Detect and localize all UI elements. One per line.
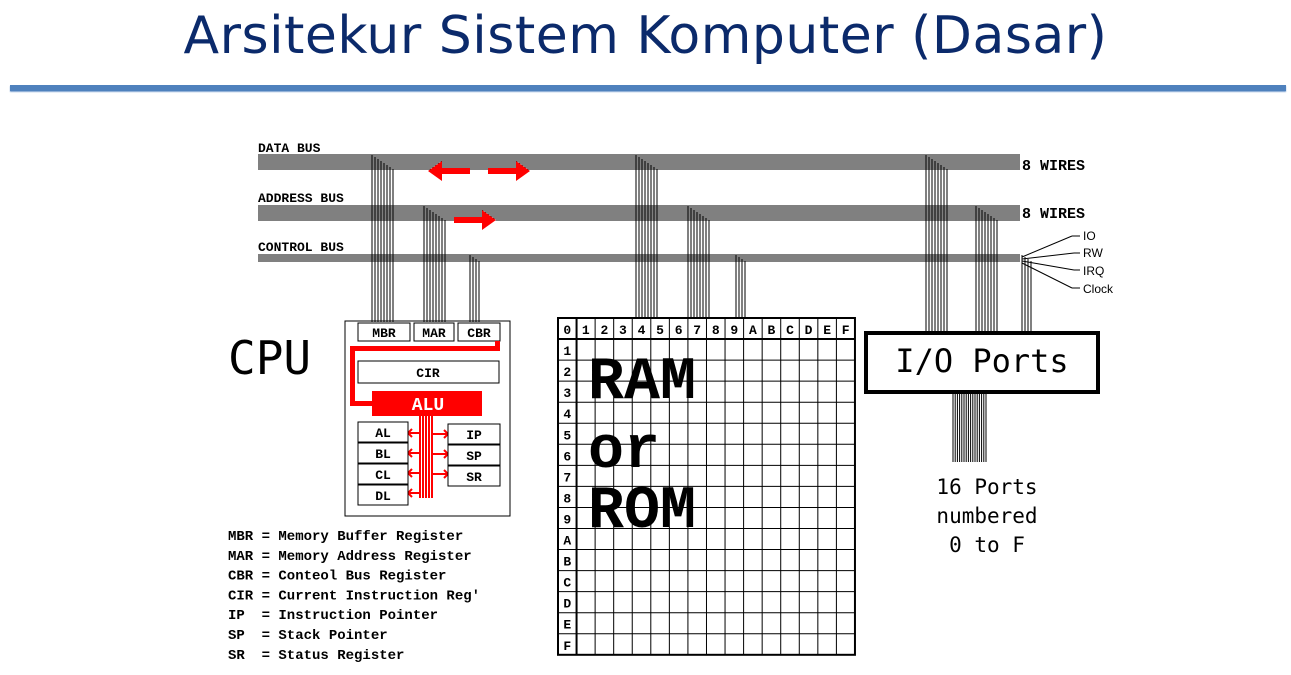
register-sr-label: SR	[466, 470, 482, 485]
memory-row-header: 6	[563, 449, 571, 464]
memory-column-header: F	[842, 323, 850, 338]
slide-title: Arsitekur Sistem Komputer (Dasar)	[183, 6, 1108, 66]
memory-column-header: 2	[600, 323, 608, 338]
cpu-label: CPU	[228, 331, 311, 385]
memory-row-header: 2	[563, 365, 571, 380]
register-dl	[357, 484, 409, 506]
cpu-top-registers: MBR MAR CBR	[357, 322, 501, 342]
memory-row-header: B	[563, 555, 571, 570]
legend-entry: MAR = Memory Address Register	[228, 549, 472, 565]
alu-label: ALU	[412, 396, 444, 416]
memory-row-header: E	[563, 618, 571, 633]
register-bl	[357, 442, 409, 464]
register-mbr-label: MBR	[372, 326, 396, 341]
memory-row-header: D	[563, 597, 571, 612]
register-ip-label: IP	[466, 428, 482, 443]
memory-column-header: 4	[638, 323, 646, 338]
legend-entry: SR = Status Register	[228, 648, 404, 664]
memory-column-header: 7	[693, 323, 701, 338]
register-cl-label: CL	[375, 468, 391, 483]
memory-column-header: 3	[619, 323, 627, 338]
memory-column-header: 5	[656, 323, 664, 338]
register-cbr-label: CBR	[467, 326, 491, 341]
memory-label-line: RAM	[588, 349, 696, 417]
register-bl-label: BL	[375, 447, 391, 462]
memory-row-header: 1	[563, 344, 571, 359]
control-signal-io: IO	[1083, 229, 1096, 243]
legend-entry: SP = Stack Pointer	[228, 628, 388, 644]
io-caption-line: numbered	[936, 504, 1037, 528]
address-bus-right-arrow	[454, 210, 496, 230]
bus-wires	[258, 154, 1032, 333]
memory-column-header: E	[823, 323, 831, 338]
memory-row-header: 7	[563, 470, 571, 485]
register-dl-label: DL	[375, 489, 391, 504]
memory-row-header: C	[563, 576, 571, 591]
io-caption-line: 0 to F	[949, 533, 1025, 557]
memory-row-header: A	[563, 534, 571, 549]
legend-entry: MBR = Memory Buffer Register	[228, 529, 463, 545]
register-cbr	[457, 322, 501, 342]
register-sr	[447, 465, 501, 487]
memory-column-header: B	[768, 323, 776, 338]
memory-row-header: F	[563, 639, 571, 654]
legend-entry: IP = Instruction Pointer	[228, 608, 438, 624]
io-caption-line: 16 Ports	[936, 475, 1037, 499]
memory-row-header: 5	[563, 428, 571, 443]
memory-row-header: 4	[563, 407, 571, 422]
register-mbr	[357, 322, 411, 342]
memory-column-header: 0	[563, 323, 571, 338]
memory-row-header: 3	[563, 386, 571, 401]
memory-column-header: 1	[582, 323, 590, 338]
memory-column-header: A	[749, 323, 757, 338]
control-bus-label: CONTROL BUS	[258, 240, 344, 255]
memory-column-header: C	[786, 323, 794, 338]
cir-register-label: CIR	[416, 366, 440, 381]
alu-block	[372, 391, 482, 416]
memory-row-header: 8	[563, 491, 571, 506]
control-signal-irq: IRQ	[1083, 264, 1104, 278]
register-cl	[357, 463, 409, 485]
register-mar-label: MAR	[422, 326, 446, 341]
memory-column-header: 9	[730, 323, 738, 338]
memory-column-header: 6	[675, 323, 683, 338]
control-signal-rw: RW	[1083, 246, 1103, 260]
data-bus-left-arrow	[428, 161, 470, 181]
register-al	[357, 421, 409, 443]
io-ports-caption: 16 Ports numbered 0 to F	[936, 475, 1037, 557]
data-bus-wires-label: 8 WIRES	[1022, 158, 1085, 175]
cir-register	[357, 360, 500, 384]
register-sp-label: SP	[466, 449, 482, 464]
memory-column-header: 8	[712, 323, 720, 338]
register-al-label: AL	[375, 426, 391, 441]
legend-entry: CBR = Conteol Bus Register	[228, 569, 446, 585]
control-signal-fanout	[1021, 235, 1080, 289]
register-ip	[447, 423, 501, 445]
address-bus-wires-label: 8 WIRES	[1022, 206, 1085, 223]
title-divider	[10, 85, 1286, 91]
data-bus-label: DATA BUS	[258, 141, 321, 156]
data-flow-arrows	[428, 161, 530, 230]
register-sp	[447, 444, 501, 466]
legend-entry: CIR = Current Instruction Reg'	[228, 588, 480, 604]
memory-label-line: ROM	[588, 478, 696, 546]
register-mar	[413, 322, 455, 342]
data-bus-right-arrow	[488, 161, 530, 181]
cpu-internal-paths	[350, 341, 500, 406]
cpu-box	[344, 320, 511, 517]
control-signal-clock: Clock	[1083, 282, 1114, 296]
io-port-lines	[952, 392, 987, 462]
io-ports-label: I/O Ports	[895, 342, 1068, 380]
memory-row-header: 9	[563, 512, 571, 527]
memory-column-header: D	[805, 323, 813, 338]
address-bus-label: ADDRESS BUS	[258, 191, 344, 206]
memory-label-line: or	[588, 418, 660, 486]
cpu-internal-bus	[406, 416, 450, 498]
cpu-general-registers: AL BL CL DL IP SP SR	[357, 421, 501, 506]
